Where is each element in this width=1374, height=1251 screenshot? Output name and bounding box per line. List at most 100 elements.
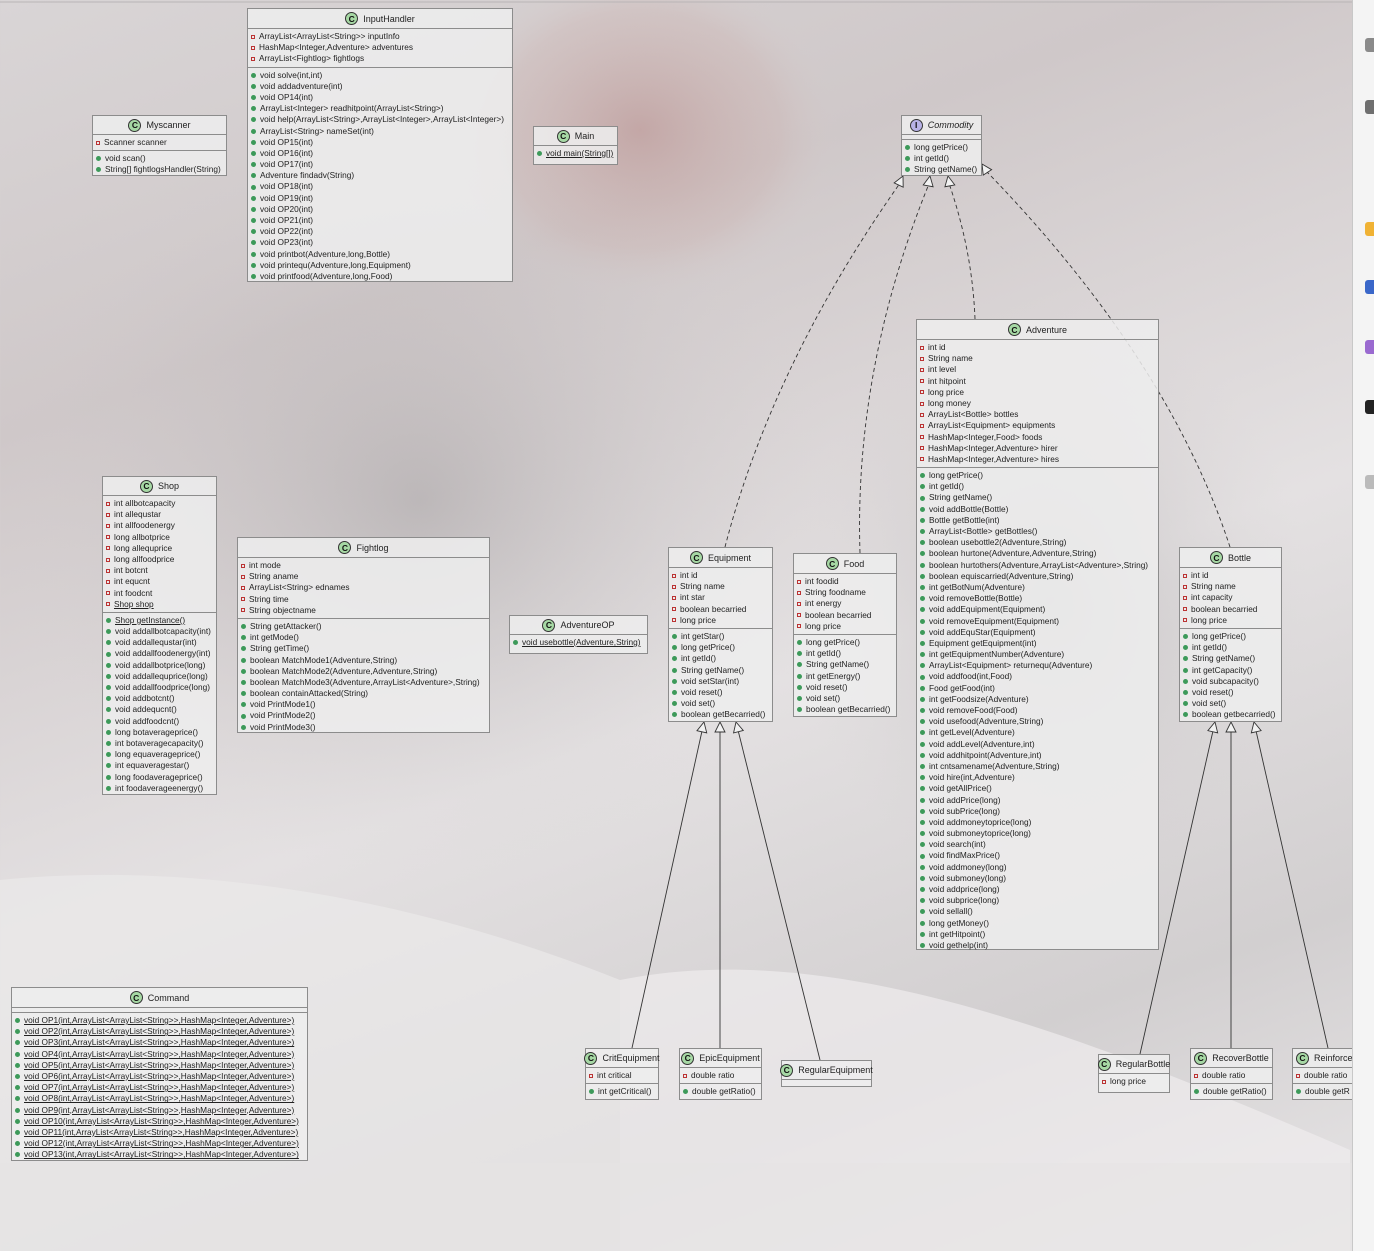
member-text: boolean becarried (805, 609, 872, 620)
private-visibility-icon (106, 523, 110, 528)
field-row: long allequprice (103, 543, 216, 554)
member-text: void addadventure(int) (260, 80, 343, 91)
public-visibility-icon (920, 551, 925, 557)
public-visibility-icon (106, 718, 111, 724)
method-row: void hire(int,Adventure) (917, 772, 1158, 783)
member-text: void OP23(int) (260, 237, 314, 248)
toolbar-icon[interactable] (1365, 38, 1374, 52)
member-text: int capacity (1191, 592, 1233, 603)
class-main[interactable]: C Main void main(String[]) (533, 126, 618, 165)
class-inputhandler[interactable]: C InputHandler ArrayList<ArrayList<Strin… (247, 8, 513, 282)
member-text: void addallequprice(long) (115, 670, 208, 681)
method-row: void search(int) (917, 839, 1158, 850)
methods: int getCritical() (586, 1084, 658, 1099)
class-recoverbottle[interactable]: C RecoverBottle double ratio double getR… (1190, 1048, 1273, 1100)
method-row: Bottle getBottle(int) (917, 515, 1158, 526)
toolbar-icon[interactable] (1365, 475, 1374, 489)
field-row: boolean becarried (669, 604, 772, 615)
class-title: Command (147, 992, 190, 1003)
public-visibility-icon (920, 831, 925, 837)
public-visibility-icon (1183, 689, 1188, 695)
class-icon: C (338, 541, 352, 554)
method-row: void addLevel(Adventure,int) (917, 739, 1158, 750)
private-visibility-icon (672, 573, 676, 578)
class-icon: C (780, 1063, 794, 1077)
field-row: boolean becarried (1180, 604, 1281, 615)
method-row: long getPrice() (1180, 631, 1281, 642)
member-text: int star (680, 592, 705, 603)
public-visibility-icon (589, 1089, 594, 1095)
private-visibility-icon (672, 618, 676, 623)
member-text: boolean MatchMode1(Adventure,String) (250, 654, 398, 665)
member-text: int equcnt (114, 576, 150, 587)
private-visibility-icon (106, 535, 110, 540)
public-visibility-icon (106, 651, 111, 657)
method-row: void submoney(long) (917, 873, 1158, 884)
class-regularbottle[interactable]: C RegularBottle long price (1097, 1054, 1170, 1093)
toolbar-icon[interactable] (1365, 280, 1374, 294)
class-title: RegularEquipment (798, 1065, 873, 1075)
member-text: void addmoney(long) (929, 861, 1007, 872)
method-row: boolean getbecarried() (1180, 709, 1281, 720)
method-row: void PrintMode2() (238, 710, 489, 721)
public-visibility-icon (920, 708, 925, 714)
class-myscanner[interactable]: C Myscanner Scanner scanner void scan()S… (92, 115, 227, 176)
private-visibility-icon (1183, 618, 1187, 623)
class-title: Fightlog (356, 542, 389, 553)
private-visibility-icon (106, 557, 110, 562)
method-row: void addBottle(Bottle) (917, 504, 1158, 515)
method-row: void subPrice(long) (917, 806, 1158, 817)
class-title: Shop (157, 481, 180, 491)
member-text: int getId() (806, 648, 842, 659)
field-row: int id (917, 342, 1158, 353)
class-regularequipment[interactable]: C RegularEquipment (780, 1060, 873, 1087)
field-row: String name (1180, 581, 1281, 592)
method-row: void OP4(int,ArrayList<ArrayList<String>… (12, 1049, 307, 1060)
method-row: boolean MatchMode3(Adventure,ArrayList<A… (238, 677, 489, 688)
member-text: int getId() (681, 653, 717, 664)
public-visibility-icon (537, 151, 542, 157)
methods: long getPrice()int getId()String getName… (794, 635, 896, 717)
member-text: void OP8(int,ArrayList<ArrayList<String>… (24, 1093, 295, 1104)
toolbar-icon[interactable] (1365, 400, 1374, 414)
class-critequipment[interactable]: C CritEquipment int critical int getCrit… (584, 1048, 660, 1100)
member-text: void reset() (806, 681, 848, 692)
member-text: void addprice(long) (929, 884, 1000, 894)
field-row: Scanner scanner (93, 137, 226, 148)
toolbar-icon[interactable] (1365, 340, 1374, 354)
public-visibility-icon (920, 853, 925, 859)
method-row: void PrintMode1() (238, 699, 489, 710)
method-row: long equaverageprice() (103, 749, 216, 760)
member-text: void OP21(int) (260, 215, 314, 225)
member-text: String[] fightlogsHandler(String) (105, 164, 221, 175)
public-visibility-icon (106, 662, 111, 668)
method-row: void removeFood(Food) (917, 705, 1158, 716)
method-row: String getName() (917, 492, 1158, 503)
class-epicequipment[interactable]: C EpicEquipment double ratio double getR… (679, 1048, 762, 1100)
toolbar-icon[interactable] (1365, 222, 1374, 236)
field-row: String objectname (238, 605, 489, 616)
public-visibility-icon (920, 797, 925, 803)
public-visibility-icon (920, 730, 925, 736)
public-visibility-icon (920, 943, 925, 949)
method-row: void printequ(Adventure,long,Equipment) (248, 260, 512, 271)
method-row: Equipment getEquipment(int) (917, 638, 1158, 649)
public-visibility-icon (251, 106, 256, 112)
toolbar-icon[interactable] (1365, 100, 1374, 114)
class-adventureop[interactable]: C AdventureOP void usebottle(Adventure,S… (509, 615, 648, 654)
interface-commodity[interactable]: I Commodity long getPrice()int getId()St… (901, 115, 982, 176)
field-row: long price (917, 387, 1158, 398)
methods: double getR (1293, 1084, 1353, 1099)
class-reinforcedbottle[interactable]: C Reinforced double ratio double getR (1292, 1048, 1354, 1100)
class-command[interactable]: C Command void OP1(int,ArrayList<ArrayLi… (11, 987, 308, 1161)
private-visibility-icon (106, 568, 110, 573)
field-row: String foodname (794, 587, 896, 598)
method-row: void usebottle(Adventure,String) (510, 637, 647, 648)
member-text: int critical (597, 1070, 632, 1080)
